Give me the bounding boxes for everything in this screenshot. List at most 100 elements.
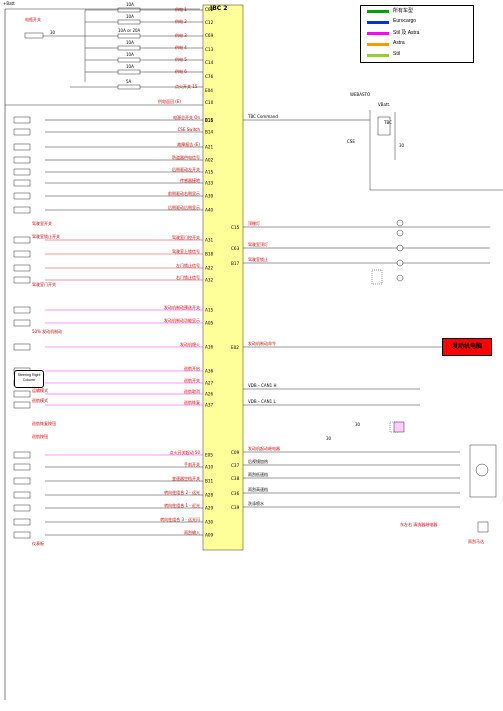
fuse-rating: 10A or 20A (118, 28, 141, 33)
left-label: 巡航按钮 (32, 433, 48, 439)
legend-label: Eurocargo (393, 18, 417, 24)
switch-icon (13, 491, 31, 499)
output-pin: C37 (231, 463, 240, 468)
input-label: 发动机制动预选开关 (164, 304, 200, 310)
ibc-module (202, 4, 244, 551)
supply-label: +Batt (3, 1, 15, 6)
output-label: TBC Command (247, 114, 278, 119)
output-label: 雨刮低速档 (248, 471, 268, 477)
input-label: 电源总开关 On (173, 114, 200, 120)
fuse-pin: C69 (205, 33, 214, 38)
terminal-30: 30 (355, 422, 361, 427)
switch-icon (13, 343, 31, 351)
cse-label: CSE (347, 139, 355, 144)
terminal-30: 30 (399, 143, 405, 148)
input-label: 巡航取消 (184, 388, 200, 394)
switch-icon (13, 531, 31, 539)
input-pin: A31 (205, 238, 214, 243)
left-label: 仪表板 (32, 540, 44, 546)
input-pin: E05 (205, 453, 213, 458)
input-pin: A16 (205, 345, 214, 350)
input-pin: A32 (205, 278, 214, 283)
output-pin: C38 (231, 476, 240, 481)
legend-item: Eurocargo (361, 17, 473, 28)
fuse-pin: C14 (205, 60, 214, 65)
input-label: 驾驶室上锁信号 (172, 248, 200, 254)
washer-note: 东左右 清洗器继电器 (400, 521, 437, 527)
legend-swatch (367, 10, 389, 13)
fuse-rating: 10A (126, 64, 134, 69)
input-label: 巡航恢复 (184, 399, 200, 405)
output-label: 驾驶室锁止 (248, 256, 268, 262)
washer-pump-icon (477, 521, 489, 533)
input-label: CSE Switch (178, 127, 201, 132)
switch-icon (13, 477, 31, 485)
tbc-relay (377, 116, 391, 136)
input-pin: A09 (205, 533, 214, 538)
input-pin: A37 (205, 403, 214, 408)
input-label: 巡航开启 (184, 365, 200, 371)
input-pin: A26 (205, 392, 214, 397)
input-pin: A29 (205, 506, 214, 511)
fuse-label: 供电 1 (175, 6, 187, 12)
input-pin: A21 (205, 145, 214, 150)
input-pin: A02 (205, 158, 214, 163)
legend-item: Stil 及 Astra (361, 28, 473, 39)
lamp-icon (396, 244, 404, 252)
input-label: 后侧驱动左开关 (172, 166, 200, 172)
switch-icon (13, 319, 31, 327)
switch-icon (13, 192, 31, 200)
output-label: 雨刮高速档 (248, 486, 268, 492)
input-label: 巡航开关 (184, 377, 200, 383)
switch-icon (13, 206, 31, 214)
main-switch-label: 电瓶开关 (25, 16, 41, 22)
left-label: 巡航恢复按钮 (32, 420, 56, 426)
switch-icon (13, 143, 31, 151)
can-l-label: VDB – CAN1 L (248, 399, 276, 404)
input-pin: A40 (205, 208, 214, 213)
motor-icon (393, 421, 405, 433)
input-pin: A28 (205, 493, 214, 498)
fuse-pin: E04 (205, 88, 213, 93)
input-label: 前侧驱动右侧显示 (168, 190, 200, 196)
lamp-icon (396, 229, 404, 237)
output-label: 洗涤喷水 (248, 500, 264, 506)
input-pin: B15 (205, 118, 214, 123)
input-label: 转向柱组合 1 - 近光 (164, 502, 200, 508)
input-label: 驾驶室门控开关 (172, 234, 200, 240)
switch-icon (13, 451, 31, 459)
input-label: 发动机熄火 (180, 341, 200, 347)
switch-icon (13, 156, 31, 164)
legend-item: Astra (361, 39, 473, 50)
switch-icon (13, 179, 31, 187)
input-pin: A15 (205, 308, 214, 313)
fuse-rating: 10A (126, 2, 134, 7)
output-pin: C15 (231, 225, 240, 230)
legend-item: 所有车型 (361, 6, 473, 17)
input-label: 手刹开关 (184, 461, 200, 467)
terminal-30: 30 (326, 436, 332, 441)
input-label: 雨刮输入 (184, 529, 200, 535)
switch-icon (13, 250, 31, 258)
wiper-motor-icon (475, 463, 489, 477)
fuse-label: 供电 2 (175, 18, 187, 24)
fuse-label: 供电 3 (175, 32, 187, 38)
can-h-label: VDB – CAN1 H (248, 383, 276, 388)
left-label: 驾驶室锁止开关 (32, 233, 60, 239)
left-label: 驾驶室开关 (32, 220, 52, 226)
input-label: 故障报告 (E) (177, 141, 200, 147)
switch-icon (13, 306, 31, 314)
output-label: 后视镜加热 (248, 458, 268, 464)
switch-icon (13, 504, 31, 512)
fuse-rating: 10A (126, 14, 134, 19)
fuse-pin: C10 (205, 100, 214, 105)
switch-icon (13, 518, 31, 526)
input-pin: A15 (205, 170, 214, 175)
main-switch (24, 32, 44, 39)
legend-label: 所有车型 (393, 8, 414, 14)
input-pin: A10 (205, 465, 214, 470)
legend-label: Astra (393, 40, 405, 46)
left-label: 驾驶室门开关 (32, 281, 56, 287)
